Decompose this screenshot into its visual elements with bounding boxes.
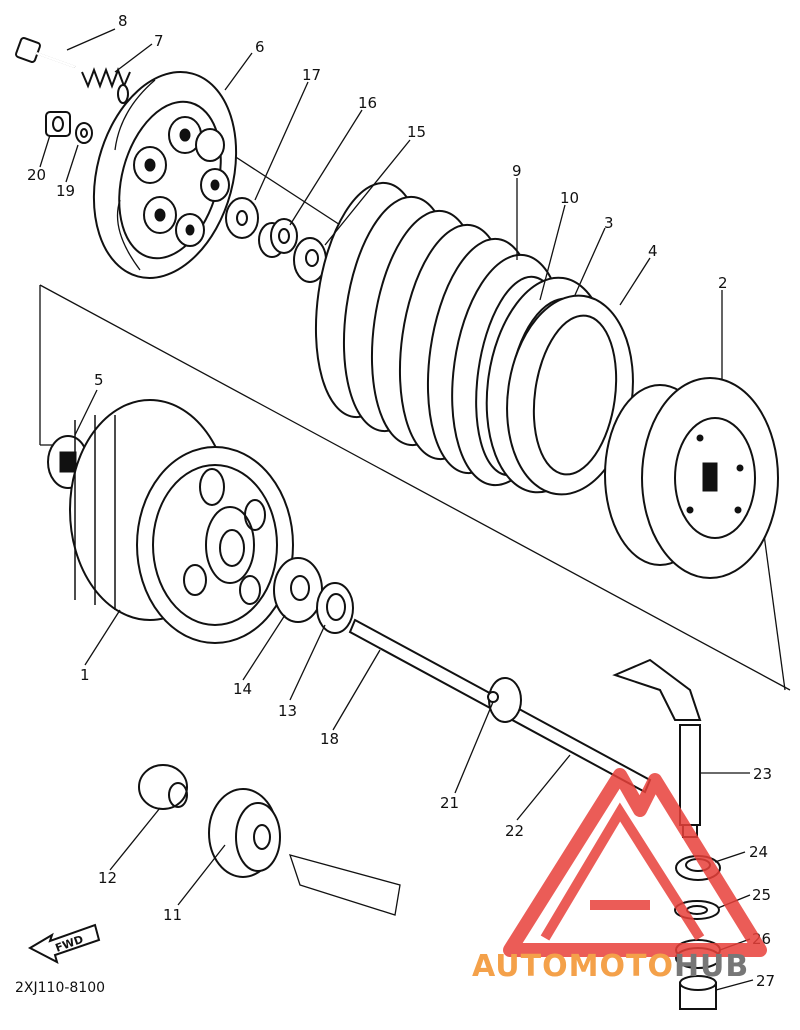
part-19-washer [75, 122, 93, 144]
label-part-3: 3 [604, 214, 614, 232]
watermark-brand-hub: HUB [674, 949, 749, 984]
label-part-25: 25 [752, 886, 771, 904]
fwd-arrow: FWD [27, 923, 101, 964]
part-6-pressure-plate [92, 71, 238, 279]
label-part-22: 22 [505, 822, 524, 840]
watermark-logo [503, 768, 767, 957]
label-part-2: 2 [718, 274, 728, 292]
part-7-spring [81, 67, 131, 104]
part-2-clutch-boss [604, 377, 779, 579]
label-part-5: 5 [94, 371, 104, 389]
label-part-12: 12 [98, 869, 117, 887]
label-part-7: 7 [154, 32, 164, 50]
label-part-18: 18 [320, 730, 339, 748]
leader-lines [39, 28, 754, 991]
label-part-10: 10 [560, 189, 579, 207]
label-part-20: 20 [27, 166, 46, 184]
label-part-24: 24 [749, 843, 768, 861]
label-part-19: 19 [56, 182, 75, 200]
part-12-collar [138, 764, 188, 810]
label-part-27: 27 [756, 972, 775, 990]
label-part-21: 21 [440, 794, 459, 812]
part-20-nut [45, 111, 71, 137]
label-part-11: 11 [163, 906, 182, 924]
friction-plates-stack [314, 181, 538, 475]
label-part-8: 8 [118, 12, 128, 30]
part-1-clutch-housing [69, 399, 294, 644]
label-part-14: 14 [233, 680, 252, 698]
part-8-bolt [15, 37, 76, 69]
label-part-1: 1 [80, 666, 90, 684]
part-13-washer [316, 582, 354, 634]
watermark-brand-auto: AUTOMOTO [472, 949, 674, 984]
label-part-6: 6 [255, 38, 265, 56]
part-11-gear [208, 788, 281, 878]
part-18-push-rod [348, 618, 652, 794]
label-part-4: 4 [648, 242, 658, 260]
part-labels: 8 7 6 17 16 15 9 10 3 4 2 20 19 5 1 14 1… [27, 12, 775, 990]
label-part-17: 17 [302, 66, 321, 84]
shaft-outline [288, 854, 401, 916]
part-17-plate [225, 197, 259, 239]
part-15-washer [293, 237, 327, 283]
label-part-9: 9 [512, 162, 522, 180]
part-23-push-lever [612, 658, 702, 838]
watermark-brand: AUTOMOTOHUB [472, 949, 749, 984]
label-part-23: 23 [753, 765, 772, 783]
fwd-label: FWD [54, 933, 85, 955]
part-27-bushing [679, 975, 717, 1010]
part-14-washer [273, 557, 323, 623]
label-part-13: 13 [278, 702, 297, 720]
part-16-bearing [258, 218, 298, 258]
label-part-15: 15 [407, 123, 426, 141]
drawing-code: 2XJ110-8100 [15, 980, 105, 996]
label-part-16: 16 [358, 94, 377, 112]
